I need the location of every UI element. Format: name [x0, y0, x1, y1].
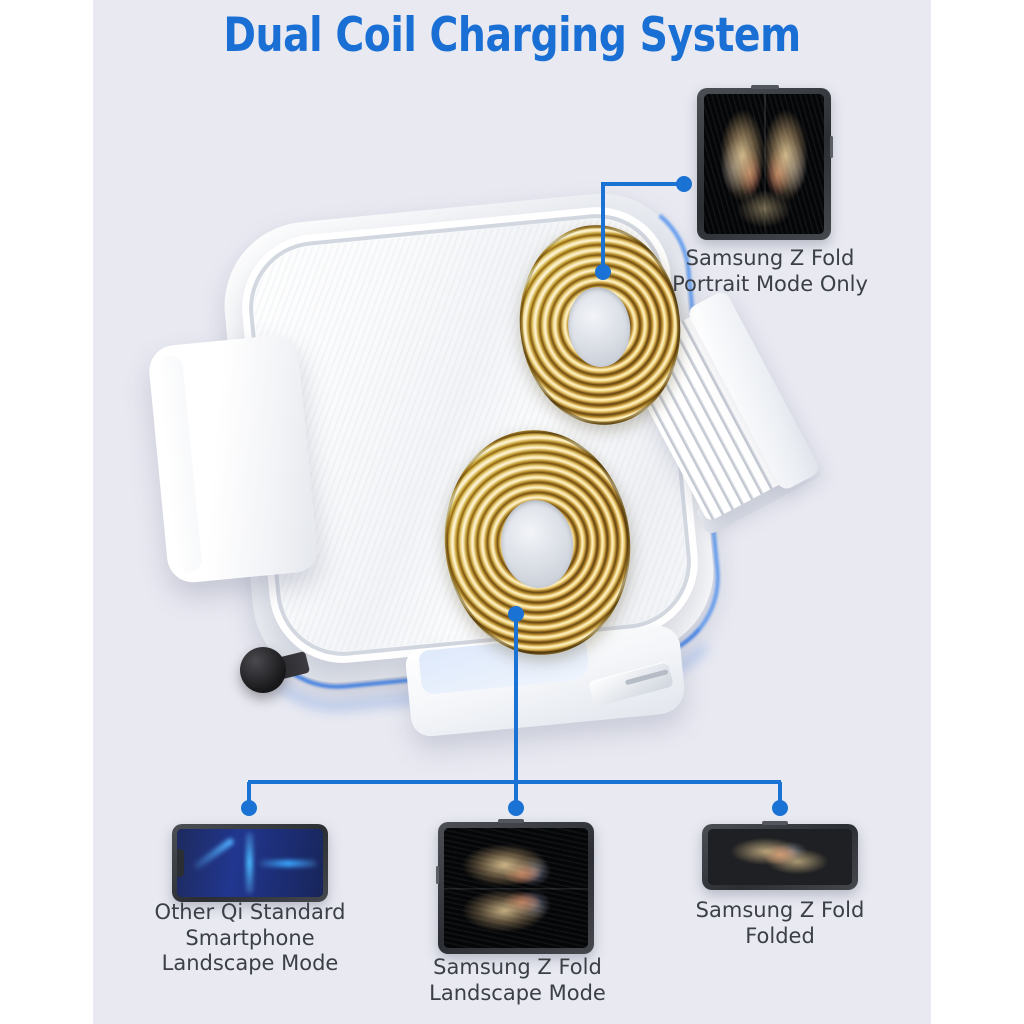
phone-screen	[444, 828, 588, 948]
left-clamp-arm	[146, 333, 320, 585]
phone-thumbnail-zfold-folded	[702, 821, 858, 890]
wallpaper-beam	[192, 837, 235, 871]
notch-icon	[177, 849, 184, 877]
phone-thumbnail-zfold-landscape	[436, 819, 594, 954]
caption-zfold-landscape: Samsung Z Fold Landscape Mode	[429, 955, 606, 1005]
top-speaker-icon	[762, 821, 788, 825]
side-button-icon	[436, 866, 439, 884]
side-button-icon	[830, 136, 833, 158]
page-title: Dual Coil Charging System	[223, 8, 801, 63]
adjustment-knob	[240, 647, 286, 693]
phone-thumbnail-zfold-portrait	[697, 85, 833, 240]
phone-thumbnail-qi-landscape	[172, 824, 328, 902]
fold-seam	[764, 94, 766, 234]
phone-screen	[704, 94, 824, 234]
wireless-car-charger	[120, 185, 840, 765]
fold-seam	[444, 888, 588, 890]
wallpaper-golden-wings	[708, 829, 852, 885]
wallpaper-golden-wings	[444, 828, 588, 948]
caption-zfold-folded: Samsung Z Fold Folded	[695, 898, 865, 948]
wallpaper-blue-abstract	[177, 829, 323, 897]
phone-screen	[177, 829, 323, 897]
top-speaker-icon	[751, 85, 779, 89]
caption-qi-landscape: Other Qi Standard Smartphone Landscape M…	[154, 900, 346, 976]
phone-screen	[708, 829, 852, 885]
caption-zfold-portrait: Samsung Z Fold Portrait Mode Only	[672, 246, 868, 296]
wallpaper-golden-wings	[704, 94, 824, 234]
top-speaker-icon	[498, 819, 524, 823]
